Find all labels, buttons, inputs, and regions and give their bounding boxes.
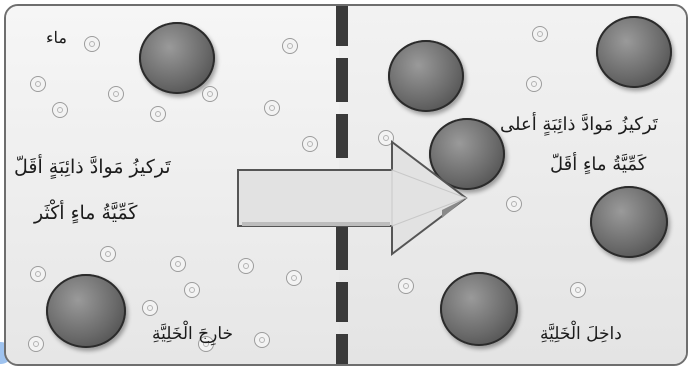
water-molecule	[198, 336, 214, 352]
water-molecule	[184, 282, 200, 298]
water-molecule	[254, 332, 270, 348]
inside-concentration-label: تَركيزُ مَوادَّ ذائِبَةٍ أعلى	[500, 114, 658, 135]
water-molecule	[398, 278, 414, 294]
solute-particle	[596, 16, 672, 88]
solute-particle	[139, 22, 215, 94]
membrane-segment	[336, 282, 348, 322]
inside-cell-label: داخِلَ الْخَلِيَّةِ	[540, 324, 622, 344]
water-molecule	[378, 130, 394, 146]
membrane-segment	[336, 6, 348, 46]
water-molecule	[286, 270, 302, 286]
solute-particle	[590, 186, 668, 258]
water-molecule	[532, 26, 548, 42]
water-molecule	[264, 100, 280, 116]
water-molecule	[570, 282, 586, 298]
membrane-segment	[336, 114, 348, 158]
water-molecule	[202, 86, 218, 102]
water-molecule	[526, 76, 542, 92]
membrane-segment	[336, 58, 348, 102]
water-molecule	[30, 266, 46, 282]
water-molecule	[238, 258, 254, 274]
water-molecule	[302, 136, 318, 152]
water-molecule	[30, 76, 46, 92]
water-molecule	[282, 38, 298, 54]
water-molecule	[52, 102, 68, 118]
water-molecule	[100, 246, 116, 262]
water-label: ماء	[46, 28, 67, 47]
water-molecule	[142, 300, 158, 316]
water-molecule	[28, 336, 44, 352]
solute-particle	[440, 272, 518, 346]
membrane-segment	[336, 334, 348, 364]
water-molecule	[108, 86, 124, 102]
solute-particle	[46, 274, 126, 348]
osmosis-direction-arrow	[237, 139, 468, 257]
inside-water-label: كَمِّيَّةُ ماءٍ أقَلّ	[550, 154, 647, 175]
solute-particle	[388, 40, 464, 112]
water-molecule	[170, 256, 186, 272]
membrane-segment	[336, 226, 348, 270]
outside-concentration-label: تَركيزُ مَوادَّ ذائِبَةٍ أقَلّ	[14, 156, 171, 178]
outside-cell-label: خارِجَ الْخَلِيَّةِ	[152, 324, 234, 344]
water-molecule	[150, 106, 166, 122]
solute-particle	[429, 118, 505, 190]
outside-water-label: كَمِّيَّةُ ماءٍ أكْثَر	[34, 202, 138, 224]
water-molecule	[506, 196, 522, 212]
water-molecule	[84, 36, 100, 52]
